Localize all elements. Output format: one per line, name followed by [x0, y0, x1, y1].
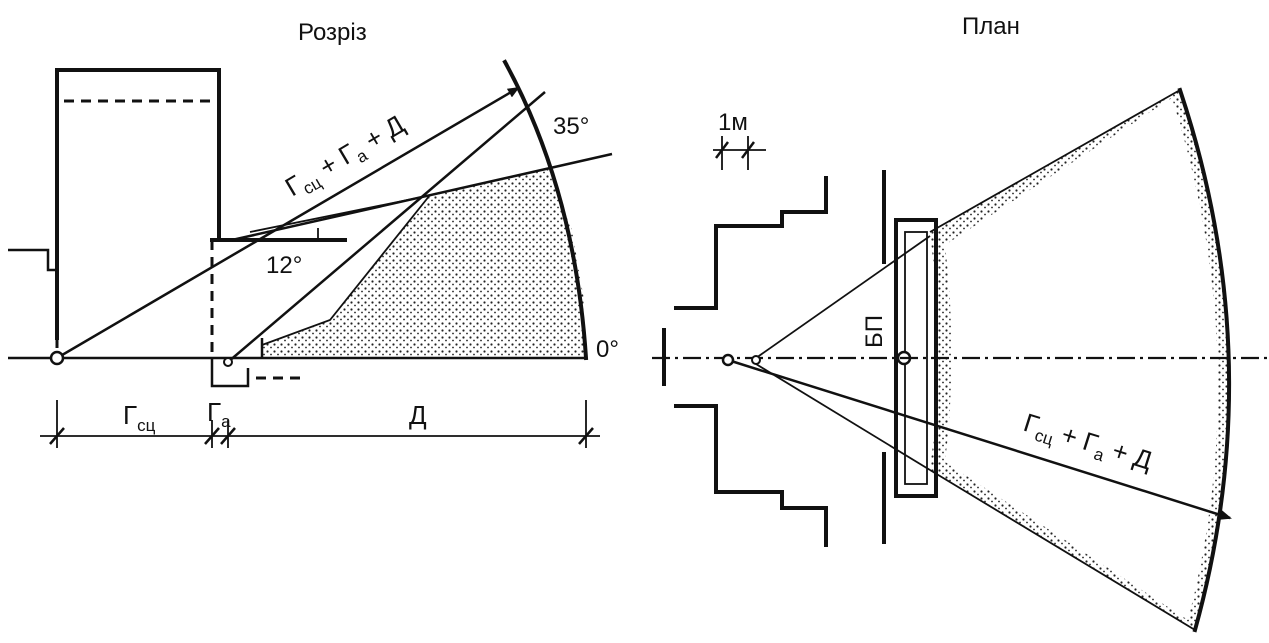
plan-ray-main	[727, 358, 1232, 520]
angle-0-label: 0°	[596, 336, 619, 363]
angle-12-label: 12°	[266, 252, 302, 279]
section-viewpoint	[49, 350, 65, 366]
section-title: Розріз	[298, 19, 367, 46]
scale-bar	[713, 136, 766, 170]
plan-fan-outline	[929, 89, 1196, 631]
svg-text:Гсц + Га + Д: Гсц + Га + Д	[1019, 407, 1156, 479]
orchestra-pit	[210, 358, 250, 388]
plan-viewpoint-2	[751, 355, 761, 365]
plan-viewpoint	[721, 353, 735, 367]
stage-tower	[55, 68, 221, 340]
balcony-label: БП	[861, 315, 888, 348]
plan-stage-wall-bottom	[674, 404, 828, 547]
section-hall-arc	[502, 59, 589, 361]
dim-apron-label: Га	[207, 397, 231, 431]
sightline-12deg-lower	[249, 194, 433, 233]
section-view: Розріз 35° 12° 0°	[8, 19, 619, 448]
section-viewing-area-edge	[261, 194, 431, 346]
stage-left-wall	[8, 248, 57, 272]
plan-view: План 1м БП	[652, 13, 1268, 633]
plan-stage-wall-top	[674, 176, 828, 310]
section-ray-label: Гсц + Га + Д	[280, 109, 412, 206]
sightline-35deg	[227, 91, 546, 363]
plan-hall-arc	[1177, 87, 1232, 633]
dim-stage-label: Гсц	[123, 400, 156, 435]
plan-ray-label: Гсц + Га + Д	[1019, 407, 1156, 479]
angle-35-label: 35°	[553, 113, 589, 140]
plan-title: План	[962, 13, 1020, 40]
svg-text:Гсц + Га + Д: Гсц + Га + Д	[280, 109, 412, 206]
dim-depth-label: Д	[409, 400, 427, 430]
plan-fan-inner	[945, 98, 1218, 620]
section-apron-point	[223, 357, 233, 367]
scale-label: 1м	[718, 109, 748, 136]
section-dimension-line	[40, 400, 600, 448]
plan-ray-upper	[755, 235, 931, 359]
plan-ray-lower	[755, 363, 931, 471]
sightline-main-ray	[56, 86, 520, 360]
section-viewing-area	[262, 168, 586, 358]
